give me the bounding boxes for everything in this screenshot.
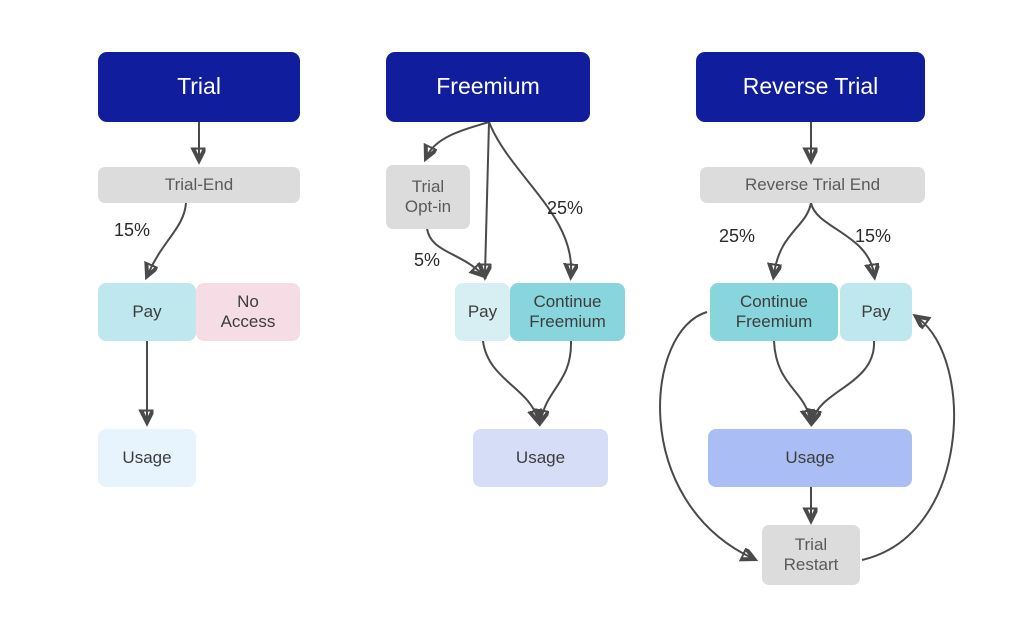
header-reverse-trial[interactable]: Reverse Trial: [696, 52, 925, 122]
edge-freemium-to-trial-opt-in: [427, 121, 490, 156]
edge-trial-end-to-pay: [148, 202, 187, 274]
edge-continue-to-usage-2: [541, 340, 573, 420]
edge-freemium-to-pay: [485, 121, 489, 274]
label-pct-freemium-to-continue: 25%: [547, 198, 584, 218]
edge-continue-to-usage-3: [773, 340, 810, 420]
edge-end-to-continue: [774, 202, 812, 274]
edge-pay-to-usage-2: [482, 340, 538, 420]
node-freemium-pay[interactable]: Pay: [455, 283, 510, 341]
label-pct-opt-in-to-pay: 5%: [414, 250, 441, 270]
node-reverse-continue[interactable]: Continue Freemium: [710, 283, 838, 341]
node-trial-restart[interactable]: Trial Restart: [762, 525, 860, 585]
label-pct-end-to-pay: 15%: [855, 226, 892, 246]
node-freemium-continue[interactable]: Continue Freemium: [510, 283, 625, 341]
header-trial[interactable]: Trial: [98, 52, 300, 122]
edge-pay-to-usage-3: [813, 340, 876, 420]
node-reverse-trial-end[interactable]: Reverse Trial End: [700, 167, 925, 203]
node-trial-end[interactable]: Trial-End: [98, 167, 300, 203]
node-reverse-usage[interactable]: Usage: [708, 429, 912, 487]
label-pct-end-to-continue: 25%: [719, 226, 756, 246]
node-trial-no-access[interactable]: No Access: [196, 283, 300, 341]
node-reverse-pay[interactable]: Pay: [840, 283, 912, 341]
node-trial-pay[interactable]: Pay: [98, 283, 196, 341]
label-pct-trial-end-to-pay: 15%: [114, 220, 151, 240]
node-freemium-usage[interactable]: Usage: [473, 429, 608, 487]
node-freemium-trial-opt-in[interactable]: Trial Opt-in: [386, 165, 470, 229]
header-freemium[interactable]: Freemium: [386, 52, 590, 122]
node-trial-usage[interactable]: Usage: [98, 429, 196, 487]
